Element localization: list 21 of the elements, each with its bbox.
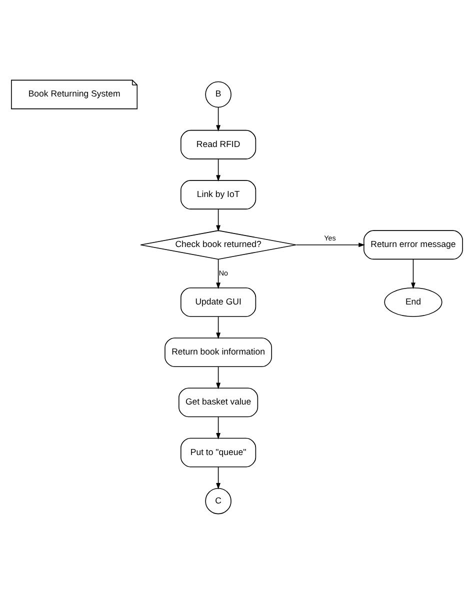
node-box: Update GUI (180, 287, 256, 317)
node-circle: B (205, 81, 232, 108)
arrow (216, 208, 221, 232)
arrow (216, 366, 221, 390)
arrow (216, 466, 221, 490)
node-box: Get basket value (178, 388, 258, 418)
node-box: Put to "queue" (180, 438, 256, 468)
arrow (411, 259, 416, 289)
node-ellipse: End (384, 287, 442, 317)
node-circle: C (205, 488, 232, 514)
arrow (296, 242, 365, 248)
node-box: Link by IoT (180, 180, 256, 210)
node-box: Return book information (164, 338, 272, 368)
node-box: Return error message (364, 230, 463, 260)
arrow (216, 316, 221, 340)
arrow (216, 106, 221, 132)
arrow (216, 259, 221, 289)
node-diamond: Check book returned? (140, 230, 296, 260)
arrow (216, 416, 221, 440)
node-box: Read RFID (180, 130, 256, 160)
arrow (216, 158, 221, 182)
